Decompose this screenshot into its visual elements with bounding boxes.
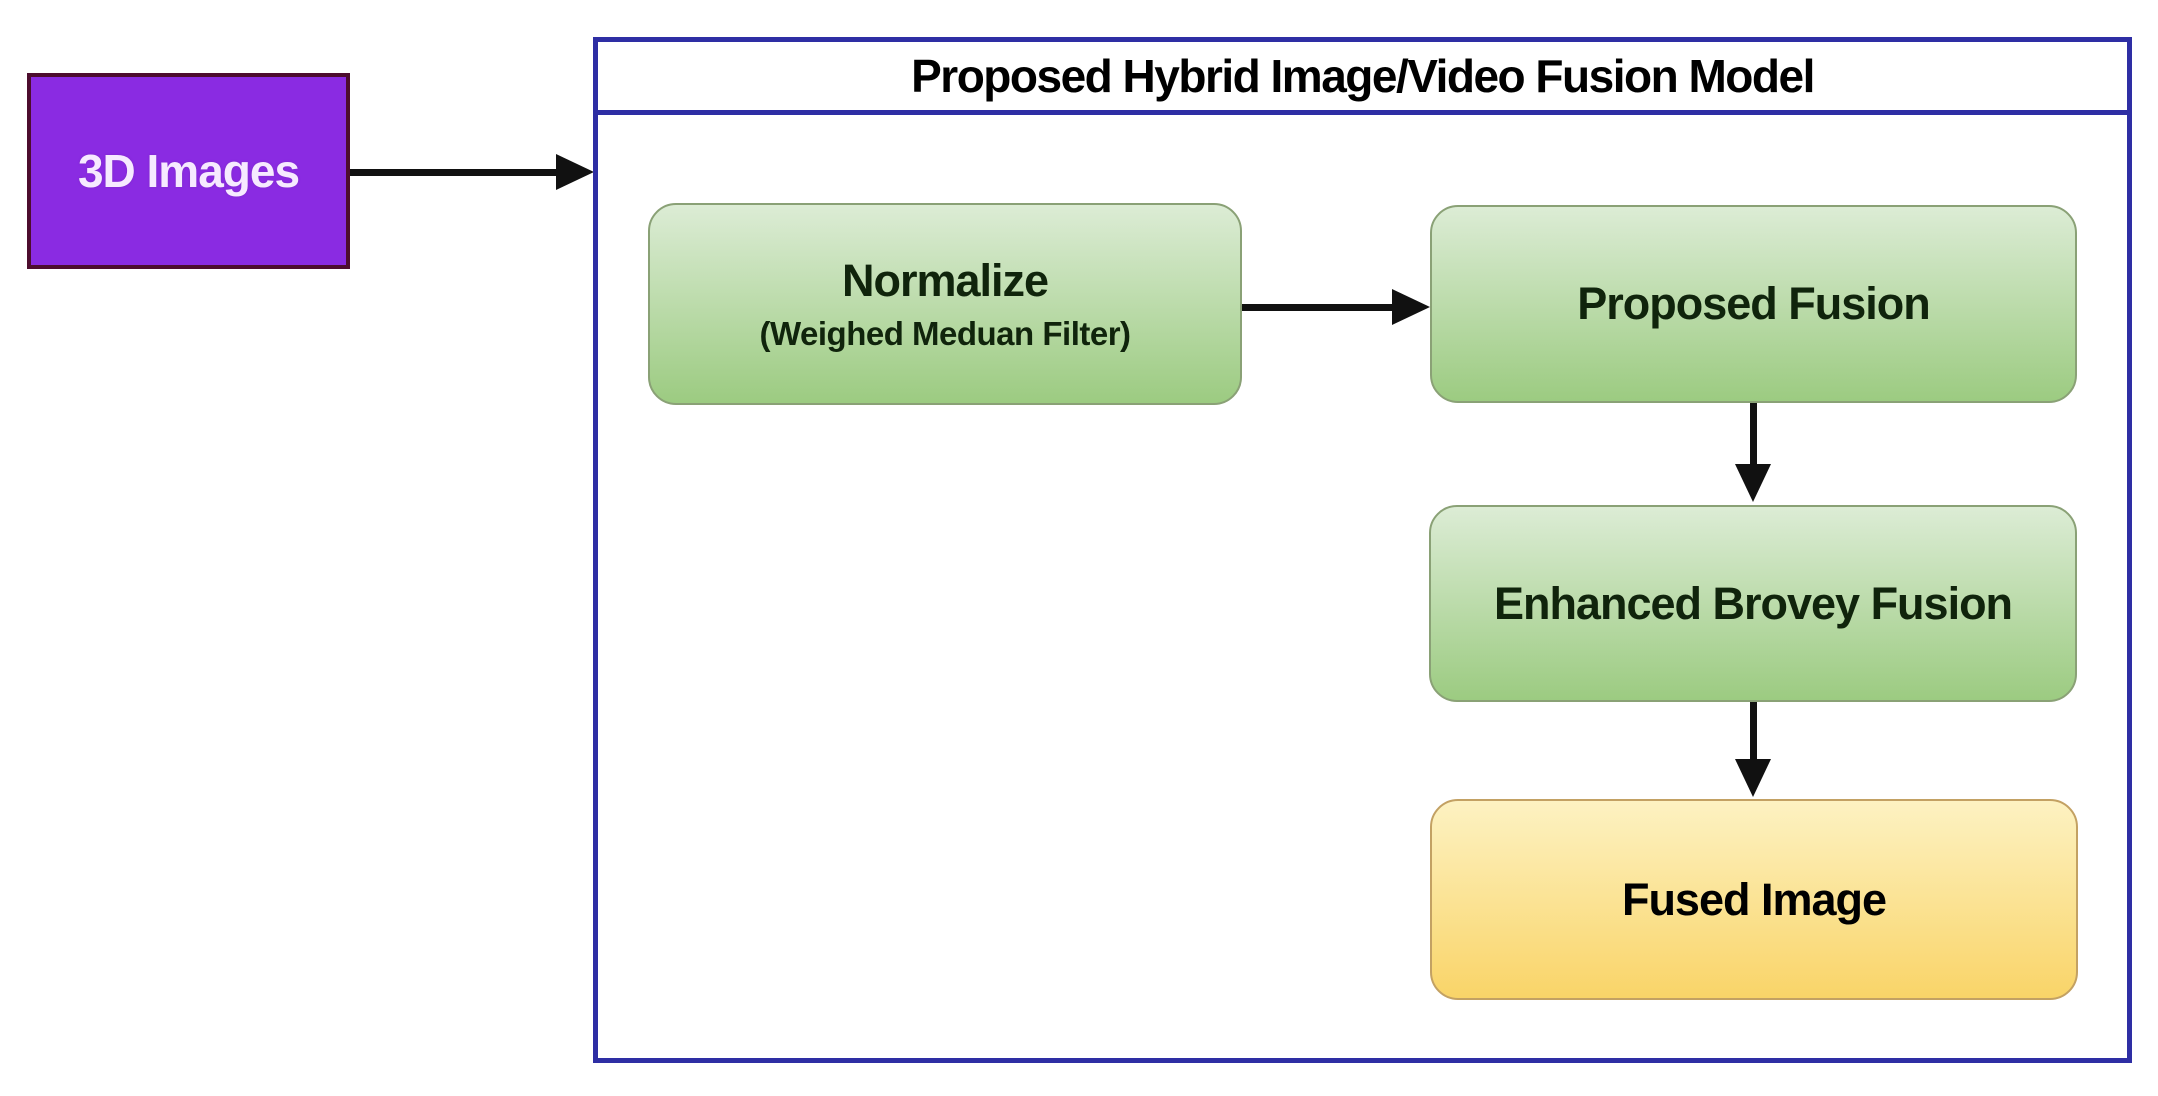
enhanced-brovey-fusion-node: Enhanced Brovey Fusion (1429, 505, 2077, 702)
arrow-3d-images-to-panel (350, 169, 558, 176)
fused-image-label: Fused Image (1621, 873, 1887, 925)
normalize-node: Normalize (Weighed Meduan Filter) (648, 203, 1242, 405)
proposed-fusion-label: Proposed Fusion (1577, 278, 1931, 329)
arrowhead-enhanced-brovey-to-fused-image (1735, 759, 1771, 797)
arrow-normalize-to-proposed-fusion (1242, 304, 1394, 311)
arrowhead-3d-images-to-panel (556, 154, 594, 190)
arrowhead-proposed-fusion-to-enhanced-brovey (1735, 464, 1771, 502)
enhanced-brovey-fusion-label: Enhanced Brovey Fusion (1493, 577, 2013, 629)
panel-titlebar: Proposed Hybrid Image/Video Fusion Model (598, 42, 2127, 115)
arrow-proposed-fusion-to-enhanced-brovey (1750, 403, 1757, 467)
3d-images-label: 3D Images (77, 145, 300, 197)
panel-title: Proposed Hybrid Image/Video Fusion Model (911, 50, 1815, 102)
normalize-sublabel: (Weighed Meduan Filter) (759, 315, 1131, 352)
arrowhead-normalize-to-proposed-fusion (1392, 289, 1430, 325)
arrow-enhanced-brovey-to-fused-image (1750, 702, 1757, 762)
fused-image-node: Fused Image (1430, 799, 2078, 1000)
proposed-fusion-node: Proposed Fusion (1430, 205, 2077, 403)
3d-images-box: 3D Images (27, 73, 350, 269)
normalize-label: Normalize (841, 255, 1049, 306)
